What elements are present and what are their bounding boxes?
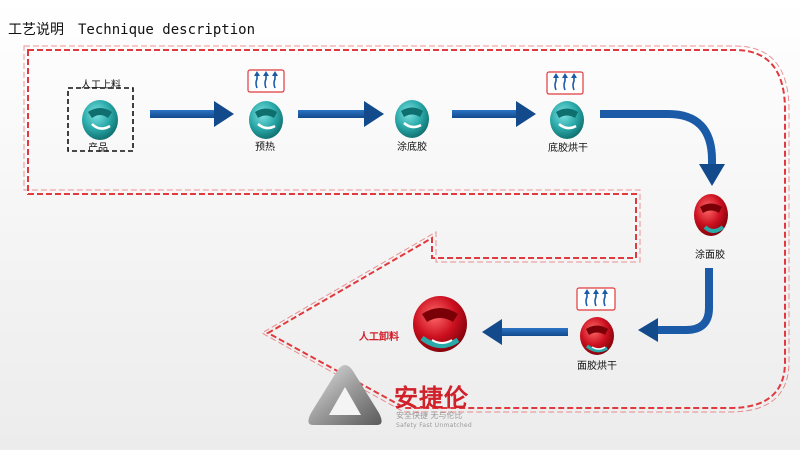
label-product: 产品 bbox=[88, 143, 108, 154]
page-title: 工艺说明 Technique description bbox=[8, 19, 255, 39]
flow-arrow-4 bbox=[600, 110, 725, 186]
heater-icon bbox=[247, 69, 285, 93]
flow-arrow-2 bbox=[298, 101, 384, 127]
part-teal-1 bbox=[82, 100, 118, 140]
part-teal-3 bbox=[395, 100, 429, 138]
logo-slogan-en: Safety Fast Unmatched bbox=[396, 422, 473, 429]
heater-icon bbox=[546, 71, 584, 95]
page-title-cn: 工艺说明 bbox=[8, 22, 64, 38]
heater-icon bbox=[576, 287, 616, 311]
label-manual-unloading: 人工卸料 bbox=[359, 332, 399, 343]
flow-arrow-5 bbox=[638, 268, 713, 342]
logo-emblem-icon bbox=[308, 365, 382, 425]
logo-name: 安捷伦 bbox=[394, 384, 469, 412]
flow-arrow-6 bbox=[482, 319, 568, 345]
part-red-dried bbox=[580, 317, 614, 355]
label-primer-drying: 底胶烘干 bbox=[548, 143, 588, 154]
label-preheat: 预热 bbox=[255, 142, 275, 153]
flow-arrow-1 bbox=[150, 101, 234, 127]
dashed-return-path bbox=[23, 45, 790, 413]
part-red-final bbox=[413, 296, 467, 352]
label-primer-coating: 涂底胶 bbox=[397, 142, 427, 153]
page-title-en: Technique description bbox=[78, 22, 256, 38]
logo-slogan: 安全快捷 无与伦比 bbox=[396, 411, 463, 420]
flow-arrow-3 bbox=[452, 101, 536, 127]
part-red-coated bbox=[694, 194, 728, 236]
part-teal-4 bbox=[550, 101, 584, 139]
manual-loading-box bbox=[67, 87, 134, 152]
label-topcoat: 涂面胶 bbox=[695, 250, 725, 261]
label-manual-loading: 人工上料 bbox=[81, 80, 121, 91]
part-teal-2 bbox=[249, 101, 283, 139]
label-topcoat-drying: 面胶烘干 bbox=[577, 361, 617, 372]
